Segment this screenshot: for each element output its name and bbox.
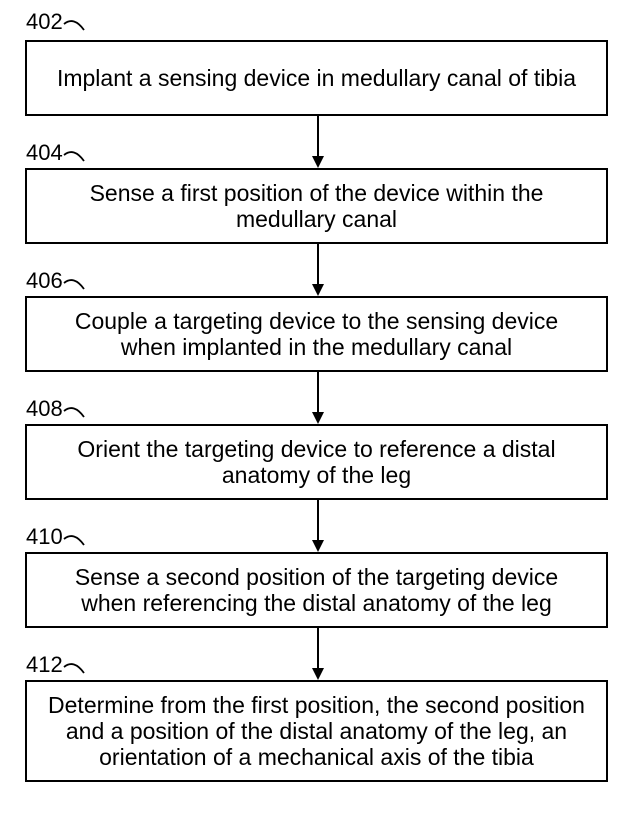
step-ref-410: 410 [26, 524, 63, 549]
step-box-408: Orient the targeting device to reference… [25, 424, 608, 500]
step-box-402: Implant a sensing device in medullary ca… [25, 40, 608, 116]
flow-arrow-5 [312, 628, 324, 680]
flow-arrow-3 [312, 372, 324, 424]
flow-arrow-2 [312, 244, 324, 296]
leader-line-406 [63, 279, 85, 290]
step-text-402: Implant a sensing device in medullary ca… [56, 65, 577, 91]
step-box-404: Sense a first position of the device wit… [25, 168, 608, 244]
flow-arrow-4 [312, 500, 324, 552]
leader-line-410 [63, 535, 85, 546]
step-text-406: Couple a targeting device to the sensing… [74, 308, 559, 360]
leader-line-404 [63, 151, 85, 162]
leader-line-412 [63, 663, 85, 674]
step-box-406: Couple a targeting device to the sensing… [25, 296, 608, 372]
step-ref-402: 402 [26, 9, 63, 34]
step-box-412: Determine from the first position, the s… [25, 680, 608, 782]
step-ref-408: 408 [26, 396, 63, 421]
step-ref-412: 412 [26, 652, 63, 677]
step-text-404: Sense a first position of the device wit… [89, 180, 544, 232]
step-text-410: Sense a second position of the targeting… [74, 564, 559, 616]
leader-line-402 [63, 20, 85, 31]
step-box-410: Sense a second position of the targeting… [25, 552, 608, 628]
flow-arrow-1 [312, 116, 324, 168]
step-ref-406: 406 [26, 268, 63, 293]
leader-line-408 [63, 407, 85, 418]
step-ref-404: 404 [26, 140, 63, 165]
step-text-408: Orient the targeting device to reference… [77, 436, 556, 488]
step-text-412: Determine from the first position, the s… [48, 692, 585, 770]
